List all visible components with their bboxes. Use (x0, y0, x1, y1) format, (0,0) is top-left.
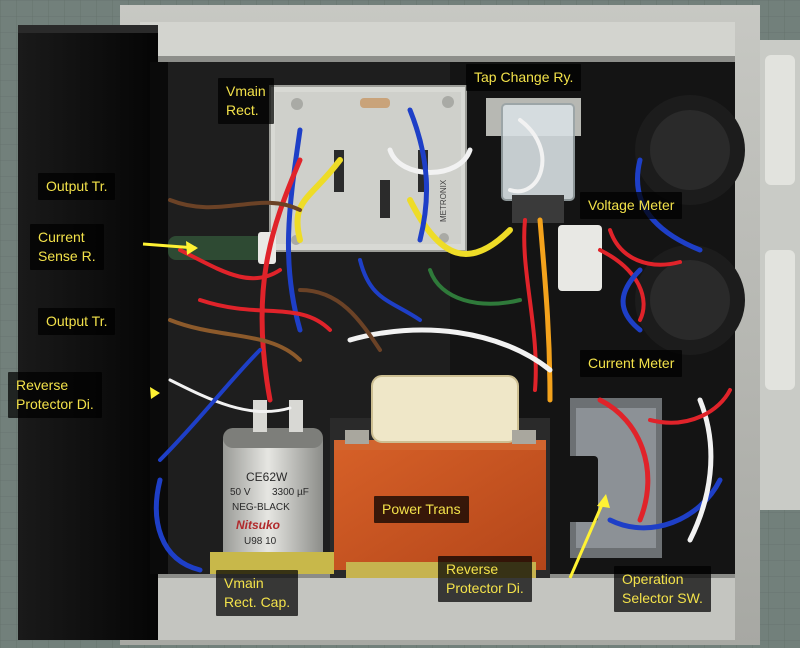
transformer-winding (371, 375, 519, 443)
arrow-reverse-protector-left (150, 387, 160, 399)
label-vmain-rect-line1: Vmain (226, 83, 266, 99)
capacitor-model: CE62W (246, 470, 288, 484)
label-tap-change-ry: Tap Change Ry. (466, 64, 582, 91)
capacitor-clamp (210, 552, 334, 574)
protector-diode-cap (566, 456, 598, 522)
board-screw-1 (291, 98, 303, 110)
relay-socket (512, 195, 564, 223)
label-voltage-meter: Voltage Meter (580, 192, 683, 219)
diode-1 (334, 150, 344, 192)
board-screw-2 (442, 96, 454, 108)
chassis-top-shadow (140, 56, 735, 62)
capacitor-voltage: 50 V (230, 487, 251, 498)
transformer-screw-right (512, 430, 536, 444)
main-capacitor (223, 428, 323, 574)
arrow-current-sense-head (186, 241, 198, 255)
capacitor-top (223, 428, 323, 448)
transformer-core-edge (334, 440, 546, 450)
voltage-meter-back (650, 110, 730, 190)
label-vmain-rect-cap-line1: Vmain (224, 575, 264, 591)
diode-2 (380, 180, 390, 218)
label-output-tr-bottom: Output Tr. (38, 308, 116, 335)
rectifier-board-face (275, 92, 461, 244)
current-meter-back (650, 260, 730, 340)
label-reverse-protector-left: Reverse Protector Di. (8, 372, 102, 418)
label-current-sense-r: Current Sense R. (30, 224, 104, 270)
chassis-top-rail (140, 22, 735, 58)
label-operation-selector-sw: Operation Selector SW. (614, 566, 711, 612)
annotation-arrows (142, 241, 610, 579)
front-panel-edge (18, 25, 158, 33)
transformer-screw-left (345, 430, 369, 444)
front-panel-depth (150, 62, 168, 574)
label-current-sense-r-line2: Sense R. (38, 248, 96, 264)
label-reverse-protector-left-line1: Reverse (16, 377, 69, 393)
board-brand-print: METRONIX (439, 179, 448, 222)
label-reverse-protector-bottom-line2: Protector Di. (446, 580, 524, 596)
label-operation-selector-sw-line1: Operation (622, 571, 684, 587)
current-sense-resistor (168, 236, 270, 260)
label-current-sense-r-line1: Current (38, 229, 85, 245)
label-power-trans: Power Trans (374, 496, 469, 523)
capacitor-terminal-1 (253, 400, 267, 432)
label-output-tr-top: Output Tr. (38, 173, 116, 200)
label-reverse-protector-bottom-line1: Reverse (446, 561, 499, 577)
resistor (360, 98, 390, 108)
label-vmain-rect-line2: Rect. (226, 102, 259, 118)
label-vmain-rect-cap: Vmain Rect. Cap. (216, 570, 299, 616)
label-reverse-protector-left-line2: Protector Di. (16, 396, 94, 412)
label-vmain-rect: Vmain Rect. (218, 78, 274, 124)
label-reverse-protector-bottom: Reverse Protector Di. (438, 556, 532, 602)
label-operation-selector-sw-line2: Selector SW. (622, 590, 703, 606)
arrow-reverse-protector-bottom-head (597, 494, 610, 508)
relay-case (501, 103, 575, 201)
label-current-meter: Current Meter (580, 350, 683, 377)
capacitor-code: U98 10 (244, 536, 277, 547)
terminal-block (558, 225, 602, 291)
capacitor-brand: Nitsuko (236, 518, 281, 532)
capacitor-terminal-2 (289, 400, 303, 432)
meter-bezel-bottom (765, 250, 795, 390)
meter-bezel-top (765, 55, 795, 185)
capacitor-polarity: NEG-BLACK (232, 502, 290, 513)
label-vmain-rect-cap-line2: Rect. Cap. (224, 594, 291, 610)
arrow-reverse-protector-bottom (568, 499, 606, 579)
capacitor-capacitance: 3300 µF (272, 487, 309, 498)
